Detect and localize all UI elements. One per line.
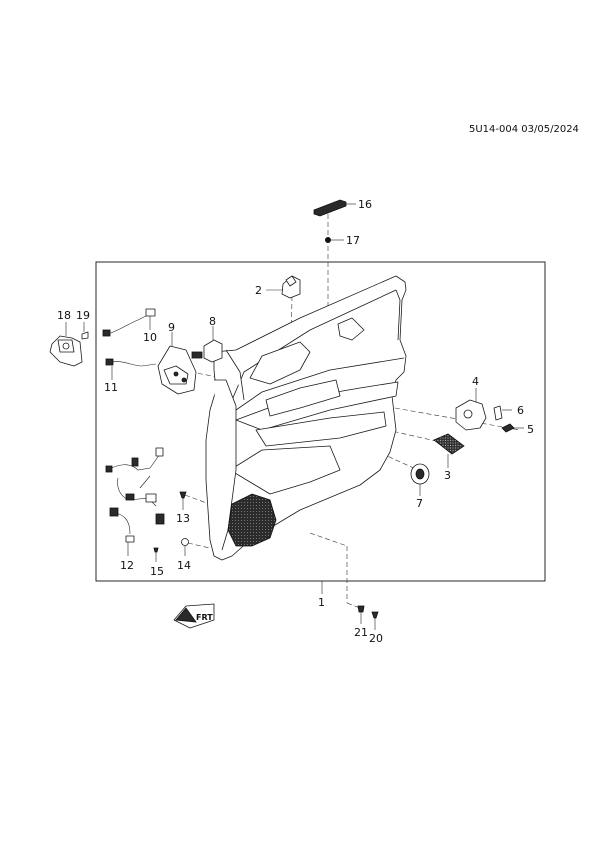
callout-15: 15 (150, 565, 164, 578)
diagram-reference-code: 5U14-004 03/05/2024 (469, 124, 579, 135)
callout-10: 10 (143, 331, 157, 344)
callout-17: 17 (346, 234, 360, 247)
part-21-screw (357, 605, 365, 624)
callout-5: 5 (527, 423, 534, 436)
part-11-wire-harness (105, 358, 157, 380)
part-8-connector (191, 326, 223, 363)
callout-13: 13 (176, 512, 190, 525)
callout-19: 19 (76, 309, 90, 322)
callout-16: 16 (358, 198, 372, 211)
door-trim-panel (205, 275, 407, 561)
part-6-handle-clip (493, 405, 512, 421)
callout-labels: 1 2 3 4 5 6 7 8 9 10 11 12 13 14 15 16 1… (57, 198, 534, 645)
callout-12: 12 (120, 559, 134, 572)
part-16-trim-cover (313, 199, 356, 217)
part-5-handle-cap (501, 423, 524, 433)
part-9-switch-panel (157, 332, 197, 395)
callout-2: 2 (255, 284, 262, 297)
callout-6: 6 (517, 404, 524, 417)
part-3-speaker-grille (433, 433, 465, 468)
part-17-screw (325, 237, 344, 243)
part-20-screw (371, 611, 379, 630)
part-14-clip (181, 538, 189, 556)
part-10-wire-harness (102, 308, 156, 337)
callout-3: 3 (444, 469, 451, 482)
callout-14: 14 (177, 559, 191, 572)
part-7-speaker (410, 463, 430, 496)
part-19-screw (81, 322, 89, 340)
callout-1: 1 (318, 596, 325, 609)
front-marker-label: FRT (196, 613, 213, 622)
callout-4: 4 (472, 375, 479, 388)
callout-7: 7 (416, 497, 423, 510)
assembly-frame (95, 261, 546, 582)
part-12-door-wiring-harness (105, 447, 165, 556)
part-2-bracket (266, 275, 301, 299)
callout-9: 9 (168, 321, 175, 334)
part-15-fastener (153, 547, 159, 562)
callout-20: 20 (369, 632, 383, 645)
front-direction-marker: FRT (173, 603, 215, 629)
callout-18: 18 (57, 309, 71, 322)
callout-11: 11 (104, 381, 118, 394)
part-13-clip (179, 491, 187, 510)
callout-21: 21 (354, 626, 368, 639)
part-4-door-handle-mechanism (455, 388, 487, 431)
callout-8: 8 (209, 315, 216, 328)
part-18-switch-bracket (49, 322, 83, 367)
